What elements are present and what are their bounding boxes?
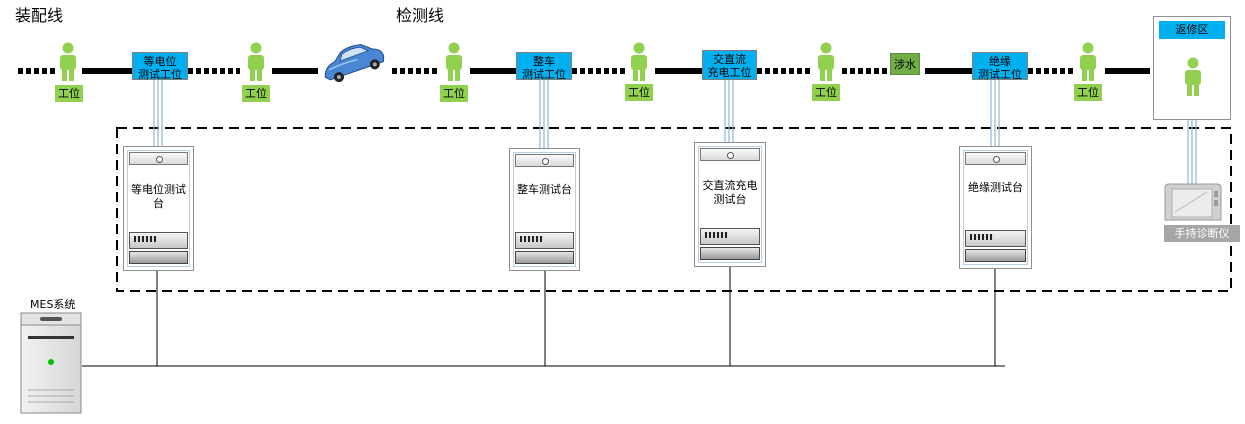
cabinet-top-unit (515, 154, 574, 167)
person-icon (1185, 57, 1201, 96)
cabinet-label-line1: 交直流充电 (702, 179, 758, 192)
cabinet-instrument-panel (515, 232, 574, 249)
test-area-boundary (116, 127, 1232, 292)
station-label-line1: 整车 (533, 55, 555, 68)
cabinet-base-unit (515, 251, 574, 264)
cabinet-top-unit (965, 152, 1026, 165)
person-icon (446, 42, 462, 81)
cabinet-instrument-panel (129, 232, 188, 249)
insulation-test-station: 绝缘 测试工位 (972, 52, 1028, 81)
handheld-diagnostic-label: 手持诊断仪 (1164, 225, 1240, 242)
cabinet-label-line1: 绝缘测试台 (968, 181, 1023, 194)
wading-station: 涉水 (890, 53, 920, 75)
person-icon (631, 42, 647, 81)
cabinet-instrument-panel (965, 230, 1026, 247)
station-label-line1: 等电位 (143, 55, 177, 68)
worker-station-label: 工位 (1074, 84, 1102, 101)
repair-area: 返修区 (1153, 16, 1231, 120)
station-label-line2: 测试工位 (522, 68, 566, 81)
station-cabinet-wires (153, 80, 1197, 186)
person-icon (60, 42, 76, 81)
inspection-line-title: 检测线 (396, 6, 445, 25)
station-label-line1: 绝缘 (989, 55, 1011, 68)
vehicle-test-station: 整车 测试工位 (516, 52, 572, 81)
station-label-line1: 交直流 (713, 53, 746, 66)
cabinet-base-unit (129, 251, 188, 264)
vehicle-test-cabinet: 整车测试台 (509, 148, 580, 271)
acdc-charging-station: 交直流 充电工位 (702, 50, 757, 80)
station-label-line2: 测试工位 (978, 68, 1022, 81)
assembly-line-title: 装配线 (15, 6, 64, 25)
server-icon (20, 312, 82, 414)
cabinet-top-unit (700, 148, 760, 161)
cabinet-label-line1: 等电位测试 (131, 183, 186, 196)
worker-station-label: 工位 (440, 85, 468, 102)
person-icon (1080, 42, 1096, 81)
repair-area-title: 返修区 (1159, 21, 1225, 39)
worker-station-label: 工位 (55, 85, 83, 102)
acdc-charging-test-cabinet: 交直流充电 测试台 (694, 142, 766, 267)
cabinet-top-unit (129, 152, 188, 165)
person-icon (248, 42, 264, 81)
worker-station-label: 工位 (242, 85, 270, 102)
station-label-line2: 测试工位 (138, 68, 182, 81)
person-icon (818, 42, 834, 81)
insulation-test-cabinet: 绝缘测试台 (959, 146, 1032, 269)
cabinet-label-line1: 整车测试台 (517, 183, 572, 196)
station-label-line2: 充电工位 (707, 66, 752, 79)
handheld-diagnostic-icon (1164, 183, 1222, 221)
worker-station-label: 工位 (625, 84, 653, 101)
equipotential-test-station: 等电位 测试工位 (132, 52, 188, 81)
car-icon (324, 44, 385, 82)
mes-system-label: MES系统 (30, 298, 76, 311)
cabinet-base-unit (700, 247, 760, 260)
equipotential-test-cabinet: 等电位测试 台 (123, 146, 194, 271)
cabinet-label-line2: 测试台 (713, 193, 747, 206)
mes-network-bus (82, 267, 1005, 367)
cabinet-instrument-panel (700, 228, 760, 245)
cabinet-label-line2: 台 (153, 197, 164, 210)
cabinet-base-unit (965, 249, 1026, 262)
worker-station-label: 工位 (812, 84, 840, 101)
